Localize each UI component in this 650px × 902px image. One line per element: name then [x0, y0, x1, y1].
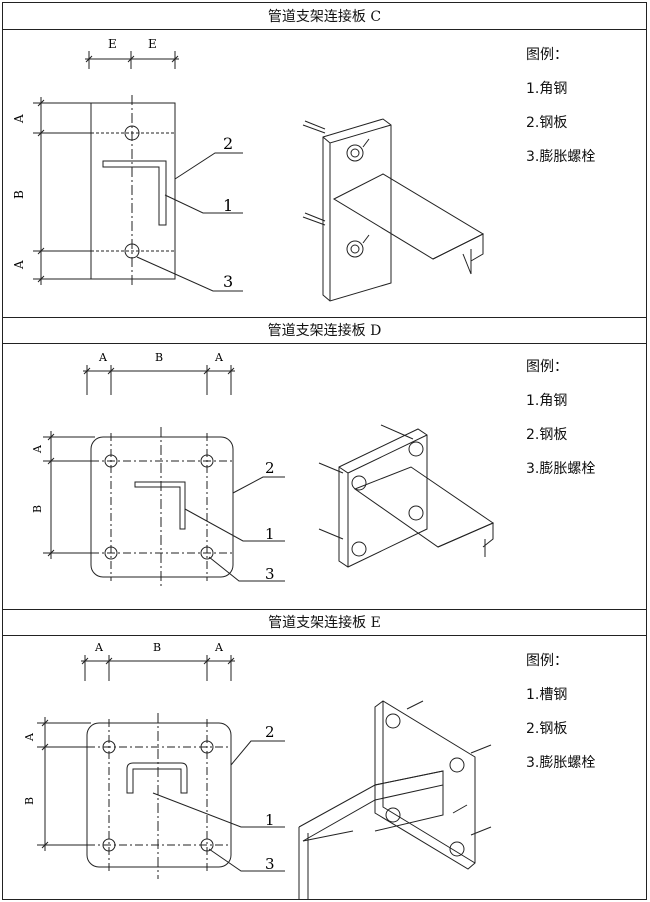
callout-2: 2: [265, 459, 275, 477]
legend-item-1: 1.槽钢: [526, 687, 568, 703]
dim-e2: E: [148, 37, 157, 51]
callout-1: 1: [265, 525, 275, 543]
callout-3: 3: [265, 565, 275, 583]
panel-d: A B A A B 2 1 3 图例： 1.角钢 2.钢板 3.膨胀螺栓: [3, 343, 646, 610]
legend-heading: 图例：: [526, 359, 568, 375]
callout-1: 1: [265, 811, 275, 829]
callout-3: 3: [223, 272, 233, 291]
callout-2: 2: [223, 134, 233, 153]
panel-c-drawing: E E A B A 2 1 3: [12, 37, 485, 302]
panel-c-legend: 图例： 1.角钢 2.钢板 3.膨胀螺栓: [526, 45, 595, 181]
callout-1: 1: [223, 196, 233, 215]
legend-item-3: 3.膨胀螺栓: [526, 755, 596, 771]
legend-item-3: 3.膨胀螺栓: [526, 461, 596, 477]
dim-b-side: B: [23, 797, 36, 805]
legend-item-2: 2.钢板: [526, 721, 568, 737]
dim-b-top: B: [153, 641, 161, 654]
dim-a-side: A: [23, 732, 36, 742]
callout-3: 3: [265, 855, 275, 873]
dim-e1: E: [108, 37, 117, 51]
dim-a-left: A: [94, 641, 104, 654]
dim-a-right: A: [214, 641, 224, 654]
panel-d-legend: 图例： 1.角钢 2.钢板 3.膨胀螺栓: [526, 357, 595, 493]
legend-item-2: 2.钢板: [526, 115, 568, 131]
callout-2: 2: [265, 723, 275, 741]
legend-item-1: 1.角钢: [526, 393, 568, 409]
legend-item-2: 2.钢板: [526, 427, 568, 443]
panel-d-drawing: A B A A B 2 1 3: [31, 351, 495, 587]
panel-e: A B A A B 2 1 3 图例： 1.槽钢 2.钢板 3.膨胀螺栓: [3, 635, 646, 899]
dim-a-left: A: [98, 351, 108, 364]
panel-e-title: 管道支架连接板 E: [3, 609, 646, 636]
legend-heading: 图例：: [526, 653, 568, 669]
legend-heading: 图例：: [526, 47, 568, 63]
panel-e-legend: 图例： 1.槽钢 2.钢板 3.膨胀螺栓: [526, 651, 595, 787]
panel-c-title: 管道支架连接板 C: [3, 3, 646, 30]
panel-d-title: 管道支架连接板 D: [3, 317, 646, 344]
dim-b: B: [12, 190, 26, 199]
panel-c: E E A B A 2 1 3 图例： 1.角钢 2.钢板 3.膨胀螺栓: [3, 29, 646, 318]
dim-b-top: B: [155, 351, 163, 364]
dim-a-side: A: [31, 444, 44, 454]
panel-e-drawing: A B A A B 2 1 3: [23, 641, 492, 899]
dim-a-bottom: A: [12, 260, 26, 270]
dim-b-side: B: [31, 505, 44, 513]
dim-a-right: A: [214, 351, 224, 364]
dim-a-top: A: [12, 114, 26, 124]
legend-item-1: 1.角钢: [526, 81, 568, 97]
legend-item-3: 3.膨胀螺栓: [526, 149, 596, 165]
